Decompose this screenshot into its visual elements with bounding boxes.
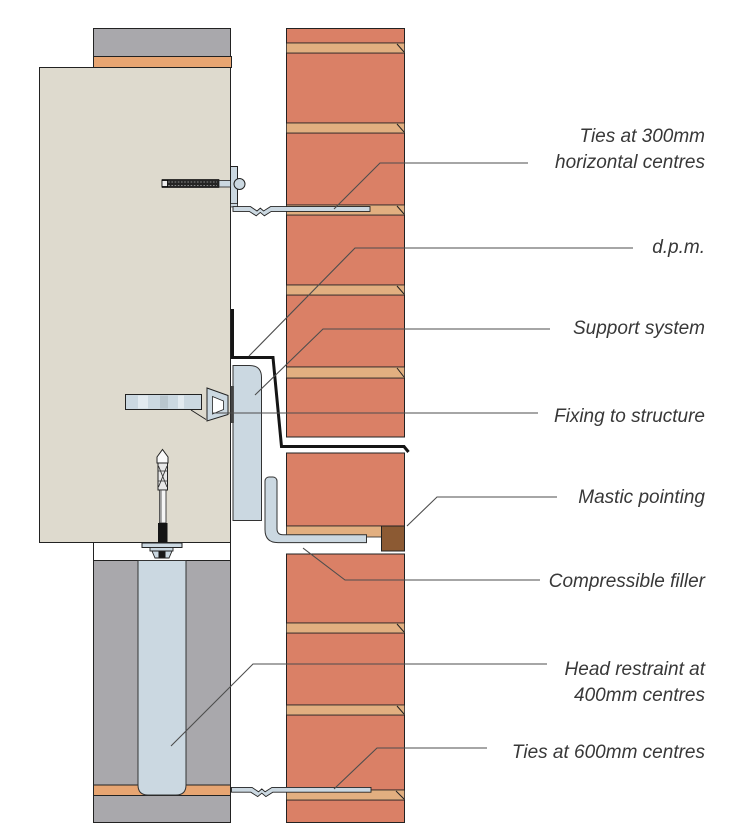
- bracket-slot: [230, 386, 234, 423]
- fixing-washer: [149, 547, 174, 552]
- brick-course: [286, 132, 405, 206]
- leader-lines: [170, 162, 633, 790]
- mortar-joint: [286, 622, 405, 634]
- anchor-wedge-line: [190, 409, 207, 420]
- brick-course: [286, 799, 405, 823]
- brick-course: [286, 553, 405, 624]
- mortar-joint: [286, 366, 405, 379]
- joint-chamfer-marks: [395, 43, 405, 800]
- label-fixing: Fixing to structure: [554, 404, 705, 430]
- mortar-joint: [286, 122, 405, 134]
- leader-ties-600: [333, 747, 487, 790]
- pin-sleeve: [158, 523, 168, 543]
- mortar-joints: [286, 42, 405, 801]
- label-ties-600: Ties at 600mm centres: [512, 740, 705, 766]
- label-compressible-filler: Compressible filler: [549, 569, 705, 595]
- concrete-slab: [39, 67, 231, 543]
- tie-dome: [233, 178, 246, 190]
- brick-course: [286, 214, 405, 286]
- label-head-restraint: Head restraint at 400mm centres: [565, 657, 705, 709]
- head-restraint-channel: [137, 560, 187, 796]
- fixing-plate: [141, 542, 183, 548]
- tie-strap: [232, 206, 371, 217]
- label-line: Compressible filler: [548, 571, 705, 592]
- mortar-joint: [286, 704, 405, 716]
- brick-course: [286, 632, 405, 706]
- mortar-joint: [286, 42, 405, 54]
- label-line: Mastic pointing: [578, 487, 705, 508]
- rod-end-cap: [161, 180, 168, 187]
- leader-dpm: [248, 247, 633, 357]
- support-bracket-plate: [232, 365, 262, 521]
- leader-filler: [302, 547, 540, 581]
- label-ties-300: Ties at 300mm horizontal centres: [555, 124, 705, 176]
- lower-wall-tie: [231, 786, 372, 798]
- leader-mastic: [406, 496, 557, 527]
- leader-support: [254, 328, 550, 396]
- mortar-joint: [286, 284, 405, 296]
- label-line: Fixing to structure: [554, 406, 705, 427]
- helical-rod: [161, 179, 220, 188]
- rod-shaft: [218, 180, 231, 188]
- label-line: Support system: [573, 318, 705, 339]
- upper-wall-tie: [161, 166, 371, 217]
- label-line: Ties at 600mm centres: [511, 742, 705, 763]
- label-line: Ties at 300mm: [579, 126, 706, 147]
- brick-course: [286, 377, 405, 438]
- label-line: horizontal centres: [555, 152, 705, 173]
- label-dpm: d.p.m.: [652, 235, 705, 261]
- support-angle: [264, 476, 367, 544]
- brick-course: [286, 452, 405, 527]
- thread-stub: [158, 551, 166, 558]
- dpm-membrane: [231, 309, 410, 453]
- leader-ties-300: [333, 162, 528, 210]
- head-restraint-fixing: [141, 448, 183, 559]
- brick-courses: [286, 28, 405, 823]
- fixing-to-structure: [125, 387, 229, 422]
- label-support-system: Support system: [573, 316, 705, 342]
- brick-course: [286, 52, 405, 124]
- label-mastic: Mastic pointing: [578, 485, 705, 511]
- anchor-hook-hole: [212, 395, 224, 415]
- mastic-pointing: [381, 525, 405, 552]
- label-line: Head restraint at: [564, 659, 705, 680]
- label-line: d.p.m.: [652, 237, 705, 258]
- brick-course: [286, 294, 405, 368]
- upper-block: [93, 28, 231, 57]
- label-line: 400mm centres: [574, 685, 705, 706]
- leader-restraint: [170, 663, 547, 747]
- brick-course: [286, 28, 405, 44]
- upper-bed-joint: [93, 56, 232, 68]
